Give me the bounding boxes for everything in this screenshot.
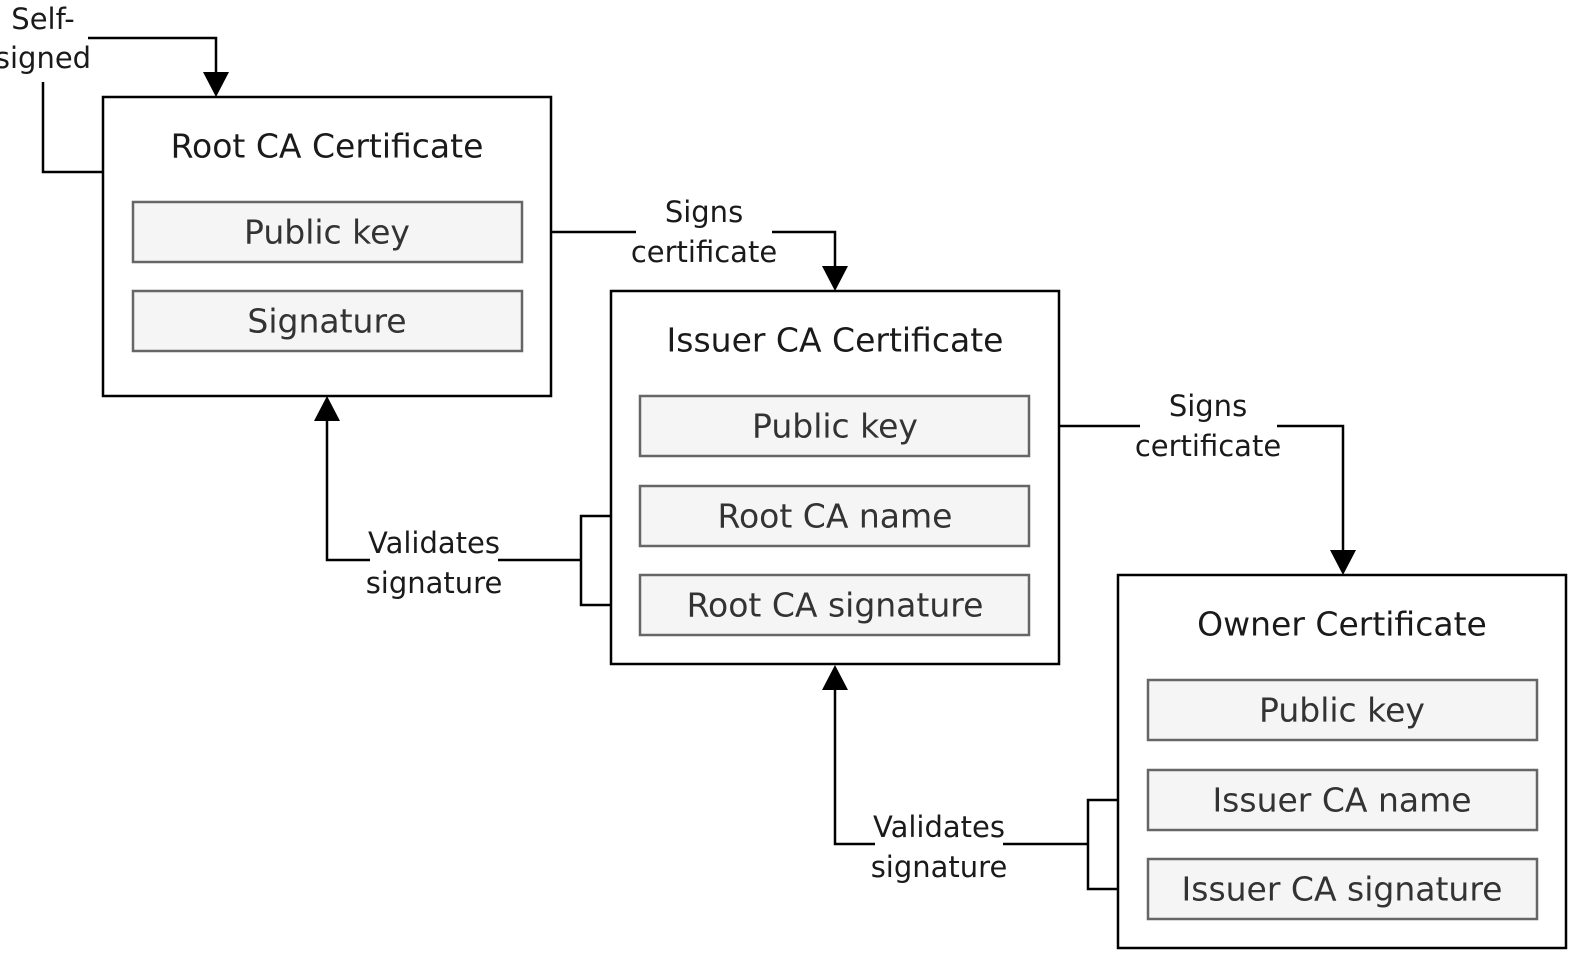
owner-issuer-ca-signature-field: Issuer CA signature (1146, 857, 1539, 921)
svg-text:Issuer CA signature: Issuer CA signature (1182, 870, 1503, 909)
svg-text:Root CA signature: Root CA signature (687, 586, 984, 625)
issuer-ca-certificate-title: Issuer CA Certificate (667, 321, 1004, 360)
issuer-root-ca-name-field: Root CA name (638, 484, 1031, 548)
issuer-root-ca-signature-field: Root CA signature (638, 573, 1031, 637)
svg-text:Public key: Public key (244, 213, 410, 252)
svg-text:Public key: Public key (752, 407, 918, 446)
root-public-key-field: Public key (131, 200, 524, 264)
issuer-validates-root-label: Validates signature (366, 526, 503, 600)
owner-certificate: Owner Certificate Public key Issuer CA n… (1116, 573, 1568, 950)
self-signed-connector (41, 36, 218, 174)
owner-certificate-title: Owner Certificate (1197, 605, 1487, 644)
svg-text:Public key: Public key (1259, 691, 1425, 730)
owner-validates-issuer-label: Validates signature (871, 810, 1008, 884)
svg-text:signature: signature (366, 566, 503, 600)
issuer-ca-certificate: Issuer CA Certificate Public key Root CA… (609, 289, 1061, 666)
svg-text:Self-: Self- (11, 2, 74, 36)
svg-text:signature: signature (871, 850, 1008, 884)
svg-text:certificate: certificate (631, 235, 777, 269)
svg-text:Validates: Validates (368, 526, 500, 560)
svg-text:Root CA name: Root CA name (718, 497, 953, 536)
issuer-public-key-field: Public key (638, 394, 1031, 458)
svg-text:certificate: certificate (1135, 429, 1281, 463)
owner-validates-issuer-arrowhead (822, 665, 848, 690)
owner-public-key-field: Public key (1146, 678, 1539, 742)
owner-issuer-ca-name-field: Issuer CA name (1146, 768, 1539, 832)
svg-text:Signature: Signature (247, 302, 406, 341)
svg-text:Signs: Signs (1169, 389, 1247, 423)
svg-text:Validates: Validates (873, 810, 1005, 844)
self-signed-arrowhead (203, 72, 229, 97)
issuer-signs-owner-arrowhead (1330, 550, 1356, 575)
root-signs-issuer-arrowhead (822, 266, 848, 291)
svg-text:signed: signed (0, 41, 91, 75)
issuer-signs-owner-label: Signs certificate (1135, 389, 1281, 463)
issuer-validates-root-arrowhead (314, 396, 340, 421)
svg-text:Issuer CA name: Issuer CA name (1212, 781, 1471, 820)
root-ca-certificate-title: Root CA Certificate (171, 127, 484, 166)
self-signed-label: Self- signed (0, 2, 91, 75)
root-signs-issuer-label: Signs certificate (631, 195, 777, 269)
root-ca-certificate: Root CA Certificate Public key Signature (101, 95, 553, 398)
root-signature-field: Signature (131, 289, 524, 353)
svg-text:Signs: Signs (665, 195, 743, 229)
